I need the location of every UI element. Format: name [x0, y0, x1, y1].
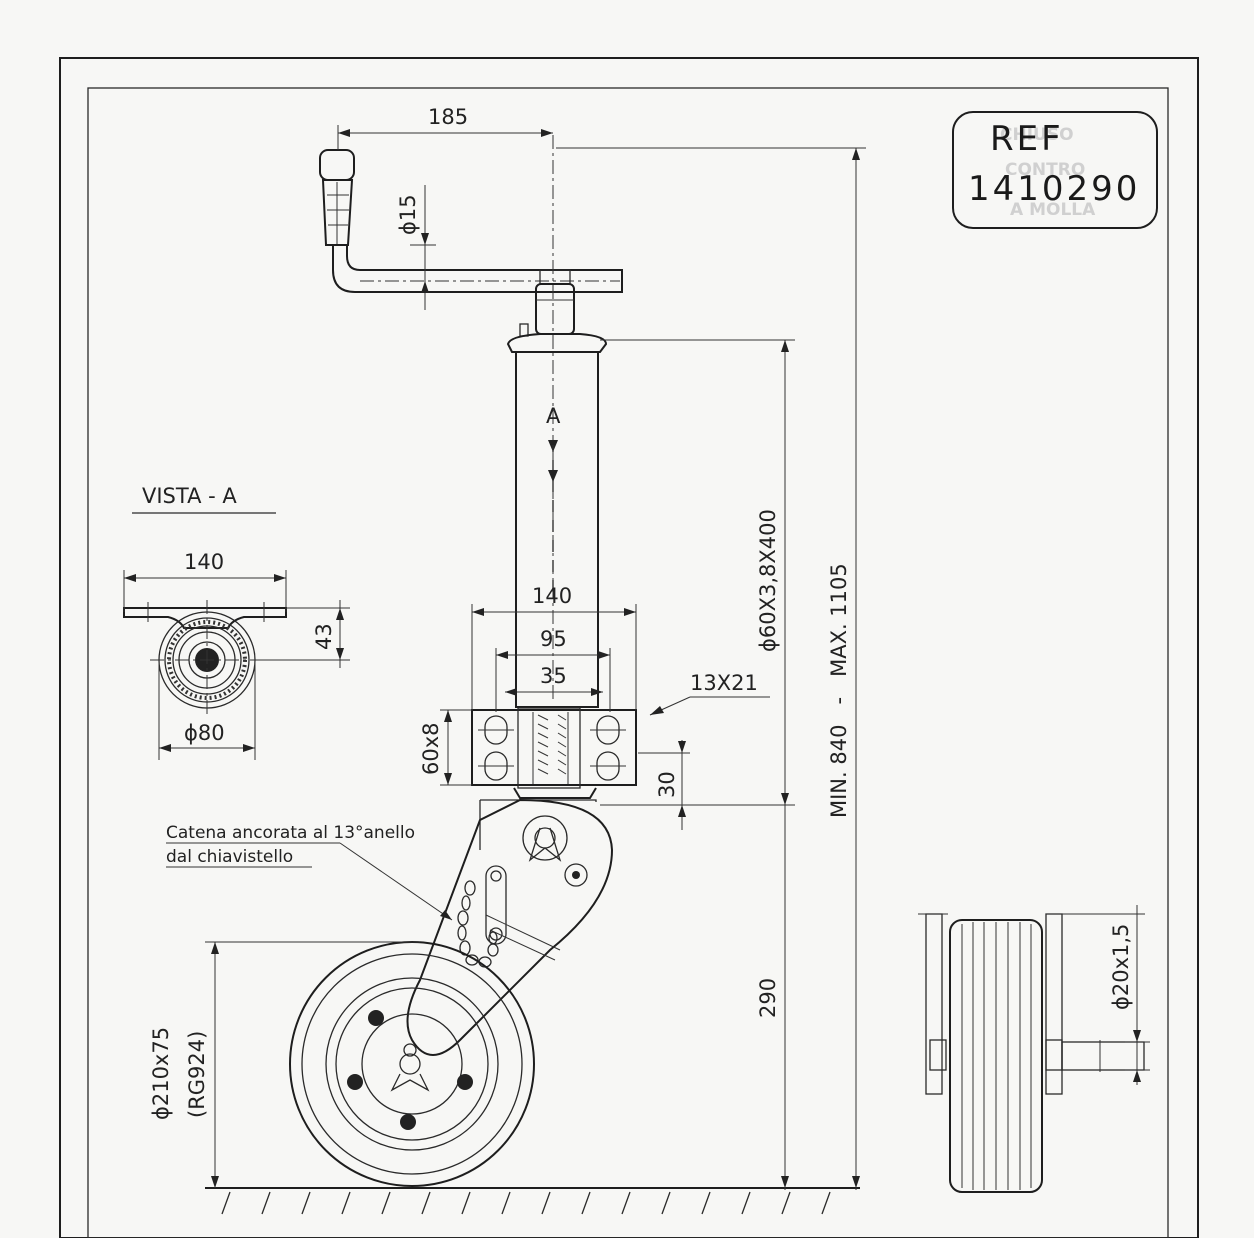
chain-note: Catena ancorata al 13°anello dal chiavis…	[166, 823, 415, 868]
main-tube: A	[515, 135, 599, 708]
dim-slot: 13X21	[690, 671, 758, 695]
view-a: VISTA - A	[123, 484, 287, 715]
swivel-arm	[406, 798, 614, 1056]
reference-label: REF	[990, 119, 1064, 159]
dim-handle-diameter: ϕ15	[396, 194, 420, 235]
drawing-frame	[59, 57, 1199, 1238]
dim-hole-spacing: 95	[540, 627, 567, 651]
dimension-labels: 185 ϕ15 ϕ60X3,8X400 MIN. 840 - MAX. 1105…	[149, 105, 1133, 1120]
dim-tube: ϕ60X3,8X400	[756, 509, 780, 652]
dim-inner-spacing: 35	[540, 664, 567, 688]
wheel-front	[289, 941, 535, 1187]
dim-handle-length: 185	[428, 105, 468, 129]
svg-text:A MOLLA: A MOLLA	[1010, 200, 1096, 220]
dim-wheel-code: (RG924)	[185, 1031, 209, 1118]
view-label: VISTA - A	[142, 484, 237, 508]
thread-hatching	[537, 714, 567, 775]
ground	[205, 1187, 860, 1215]
chain-note-line1: Catena ancorata al 13°anello	[166, 823, 415, 843]
dim-plate-width: 140	[532, 584, 572, 608]
chain	[457, 880, 499, 968]
chain-note-line2: dal chiavistello	[166, 847, 293, 867]
svg-text:CONTRO: CONTRO	[1005, 160, 1085, 180]
dim-plate-height: 60x8	[419, 722, 443, 775]
svg-text:CHIUSO: CHIUSO	[1000, 125, 1074, 145]
dimension-arrows	[124, 129, 1141, 1188]
dim-axle-height: 290	[756, 978, 780, 1018]
wheel-nuts	[347, 1010, 473, 1130]
section-arrow-label: A	[546, 404, 561, 428]
dim-wheel: ϕ210x75	[149, 1027, 173, 1120]
dim-axle: ϕ20x1,5	[1109, 924, 1133, 1010]
clamp-plate	[471, 707, 637, 799]
dim-height-range: MIN. 840 - MAX. 1105	[827, 563, 851, 818]
dim-view-height: 43	[312, 623, 336, 650]
dim-clamp-offset: 30	[655, 771, 679, 798]
dim-view-diameter: ϕ80	[184, 721, 225, 745]
reference-number: 1410290	[968, 169, 1140, 209]
dim-view-plate-width: 140	[184, 550, 224, 574]
reference-box: CHIUSO CONTRO A MOLLA REF 1410290	[952, 111, 1158, 229]
crank-handle	[319, 149, 623, 353]
